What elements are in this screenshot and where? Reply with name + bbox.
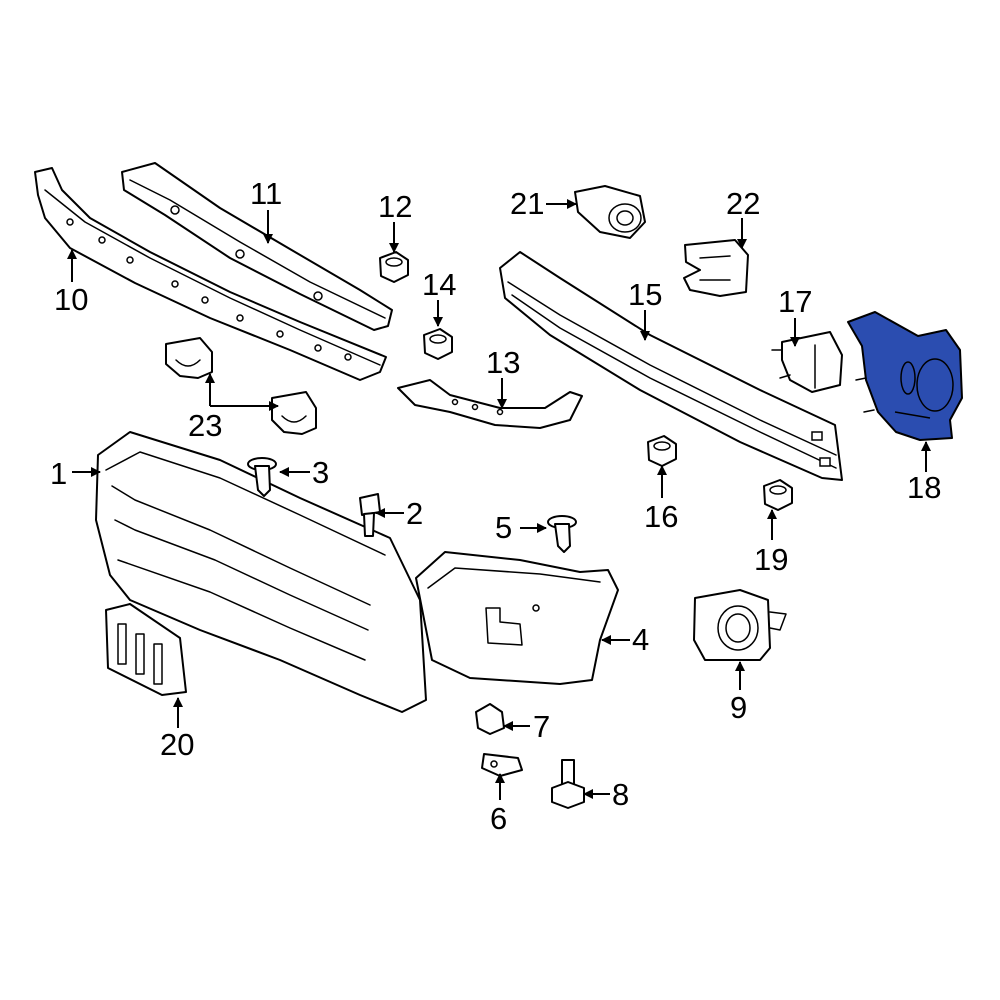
part-12-nut[interactable] — [379, 251, 409, 283]
part-20-plate-bracket[interactable] — [105, 603, 187, 696]
callout-1: 1 — [50, 456, 67, 491]
part-5-clip[interactable] — [547, 515, 577, 553]
part-16-nut[interactable] — [647, 435, 677, 467]
callout-8: 8 — [612, 777, 629, 812]
part-14-nut[interactable] — [423, 328, 453, 360]
callout-5: 5 — [495, 510, 512, 545]
callout-15: 15 — [628, 277, 662, 312]
callout-3: 3 — [312, 455, 329, 490]
part-22-retainer[interactable] — [683, 239, 749, 297]
part-21-sensor[interactable] — [574, 185, 646, 239]
part-7-nut[interactable] — [475, 703, 505, 735]
part-17-bracket[interactable] — [771, 331, 843, 393]
callout-16: 16 — [644, 499, 678, 534]
part-19-nut[interactable] — [763, 479, 793, 511]
callout-21: 21 — [510, 186, 544, 221]
callout-13: 13 — [486, 345, 520, 380]
callout-9: 9 — [730, 690, 747, 725]
part-15-reinforcement-beam[interactable] — [499, 251, 843, 481]
callout-2: 2 — [406, 496, 423, 531]
callout-4: 4 — [632, 622, 649, 657]
callout-10: 10 — [54, 282, 88, 317]
part-11-reinforcement[interactable] — [121, 162, 393, 331]
leader-lines — [67, 199, 931, 800]
part-6-plate[interactable] — [481, 753, 523, 777]
callout-22: 22 — [726, 186, 760, 221]
part-23-brackets[interactable] — [165, 337, 317, 435]
part-4-end-cap[interactable] — [415, 551, 619, 685]
callout-19: 19 — [754, 542, 788, 577]
callout-11: 11 — [250, 176, 282, 211]
part-18-bracket-highlighted[interactable] — [847, 311, 963, 441]
callout-20: 20 — [160, 727, 194, 762]
callout-14: 14 — [422, 267, 456, 302]
part-1-bumper-cover[interactable] — [95, 431, 427, 713]
part-3-clip[interactable] — [247, 457, 277, 497]
part-8-bolt[interactable] — [551, 759, 585, 809]
callout-18: 18 — [907, 470, 941, 505]
callout-7: 7 — [533, 709, 550, 744]
part-13-bracket[interactable] — [397, 379, 583, 429]
callout-labels: 1 2 3 4 5 6 7 8 9 10 11 12 13 14 15 16 1… — [50, 176, 941, 836]
callout-12: 12 — [378, 189, 412, 224]
callout-6: 6 — [490, 801, 507, 836]
callout-23: 23 — [188, 408, 222, 443]
callout-17: 17 — [778, 284, 812, 319]
part-9-fog-bezel[interactable] — [693, 589, 787, 661]
part-18-body[interactable] — [847, 311, 963, 441]
part-10-support-bar[interactable] — [34, 167, 387, 381]
